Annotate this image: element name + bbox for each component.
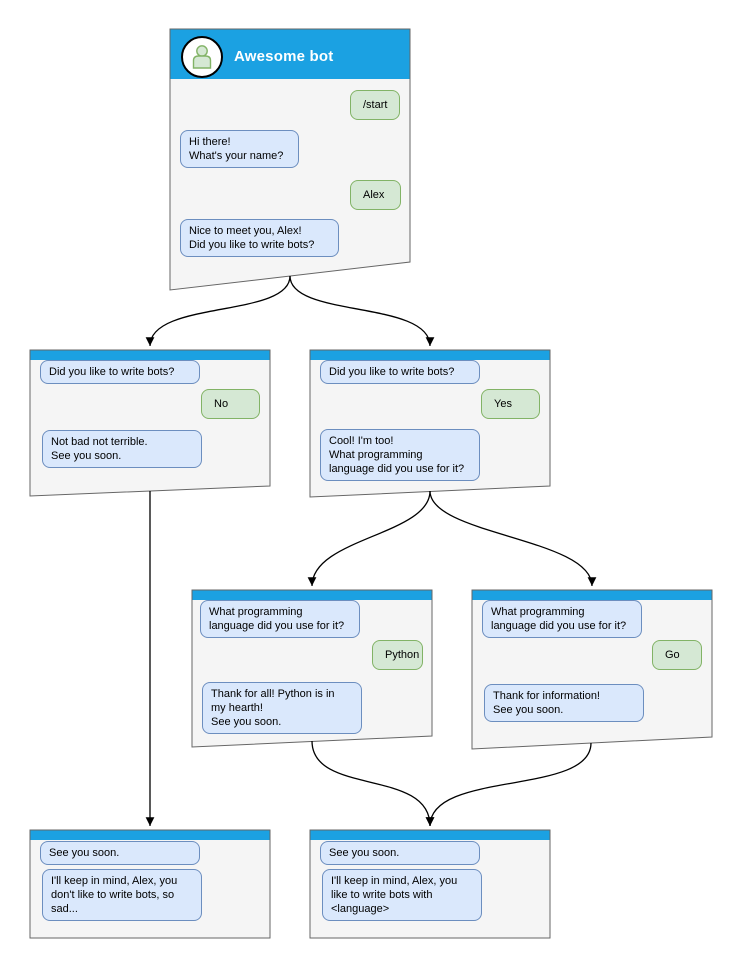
bubble-bot-nice-to-meet: Nice to meet you, Alex! Did you like to … — [180, 219, 339, 257]
bubble-bot-see-you-soon-yes: See you soon. — [320, 841, 480, 865]
edge-branch-yes-to-lang-python — [307, 490, 431, 587]
edge-lang-go-to-end-yes — [425, 742, 592, 827]
edge-branch-yes-to-lang-go — [429, 490, 597, 587]
bubble-bot-cool-question: Cool! I'm too! What programming language… — [320, 429, 480, 481]
edge-start-to-branch-yes — [289, 275, 435, 347]
bubble-bot-greeting: Hi there! What's your name? — [180, 130, 299, 168]
bubble-bot-lang-question-go: What programming language did you use fo… — [482, 600, 642, 638]
edge-start-to-branch-no — [145, 275, 291, 347]
bot-avatar — [181, 36, 223, 78]
bubble-user-go: Go — [652, 640, 702, 670]
bubble-user-yes: Yes — [481, 389, 540, 419]
bubble-bot-thank-python: Thank for all! Python is in my hearth! S… — [202, 682, 362, 734]
bubble-bot-keep-in-mind-yes: I'll keep in mind, Alex, you like to wri… — [322, 869, 482, 921]
bubble-user-no: No — [201, 389, 260, 419]
bubble-user-python: Python — [372, 640, 423, 670]
bot-name-title: Awesome bot — [234, 48, 334, 65]
bubble-bot-lang-question-python: What programming language did you use fo… — [200, 600, 360, 638]
bubble-bot-question-repeat-yes: Did you like to write bots? — [320, 360, 480, 384]
bubble-user-start-command: /start — [350, 90, 400, 120]
bubble-bot-see-you-soon-no: See you soon. — [40, 841, 200, 865]
person-icon — [192, 45, 212, 69]
edge-lang-python-to-end-yes — [311, 740, 435, 827]
bubble-user-name: Alex — [350, 180, 401, 210]
bubble-bot-not-bad: Not bad not terrible. See you soon. — [42, 430, 202, 468]
bubble-bot-question-repeat-no: Did you like to write bots? — [40, 360, 200, 384]
bubble-bot-keep-in-mind-no: I'll keep in mind, Alex, you don't like … — [42, 869, 202, 921]
bubble-bot-thank-go: Thank for information! See you soon. — [484, 684, 644, 722]
